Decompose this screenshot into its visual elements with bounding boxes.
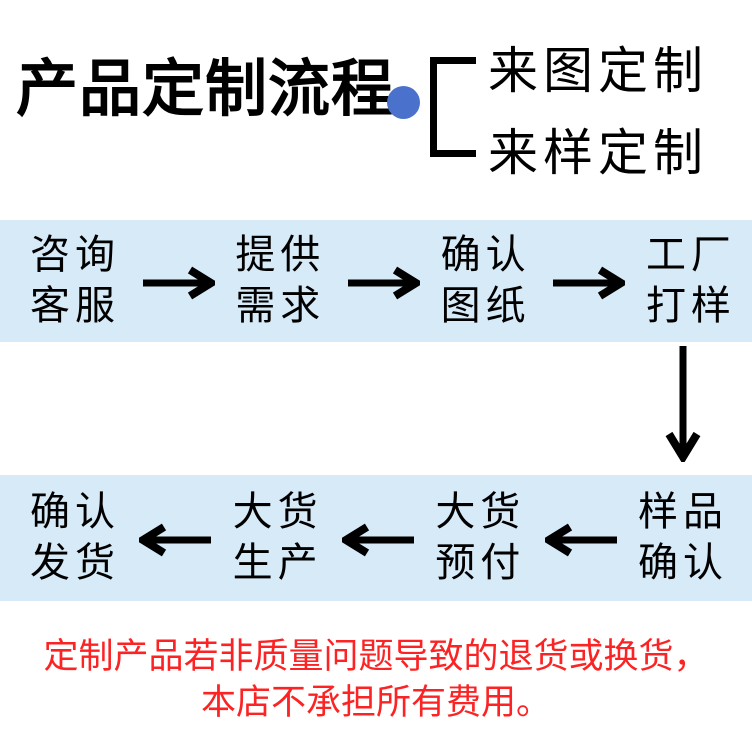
step-provide-requirements: 提供 需求 [235,233,326,328]
step-confirm-shipment: 确认 发货 [30,490,120,585]
arrow-right-icon [553,266,626,300]
branch-item-custom-by-sample: 来样定制 [488,125,708,181]
page-title: 产品定制流程 [16,55,395,124]
flow-band-top: 咨询 客服 提供 需求 确认 图纸 工厂 打样 [0,220,752,342]
step-consult-service: 咨询 客服 [30,233,120,328]
arrow-right-icon [142,266,215,300]
bracket-icon [430,57,476,157]
disclaimer-line-2: 本店不承担所有费用。 [200,683,551,722]
flow-band-bottom: 确认 发货 大货 生产 大货 预付 样品 确认 [0,475,752,601]
arrow-left-icon [544,523,617,557]
disclaimer-text: 定制产品若非质量问题导致的退货或换货， 本店不承担所有费用。 [0,634,752,726]
arrow-right-icon [347,266,420,300]
step-sample-confirmation: 样品 确认 [637,490,728,585]
arrow-down-icon [665,346,701,462]
step-confirm-drawing: 确认 图纸 [440,233,531,328]
arrow-left-icon [341,523,414,557]
disclaimer-line-1: 定制产品若非质量问题导致的退货或换货， [43,637,709,676]
arrow-left-icon [139,523,212,557]
step-factory-sampling: 工厂 打样 [645,233,736,328]
bullet-dot-icon [387,86,420,119]
branch-item-custom-by-image: 来图定制 [488,43,708,99]
step-bulk-prepayment: 大货 预付 [435,490,526,585]
step-bulk-production: 大货 生产 [232,490,323,585]
